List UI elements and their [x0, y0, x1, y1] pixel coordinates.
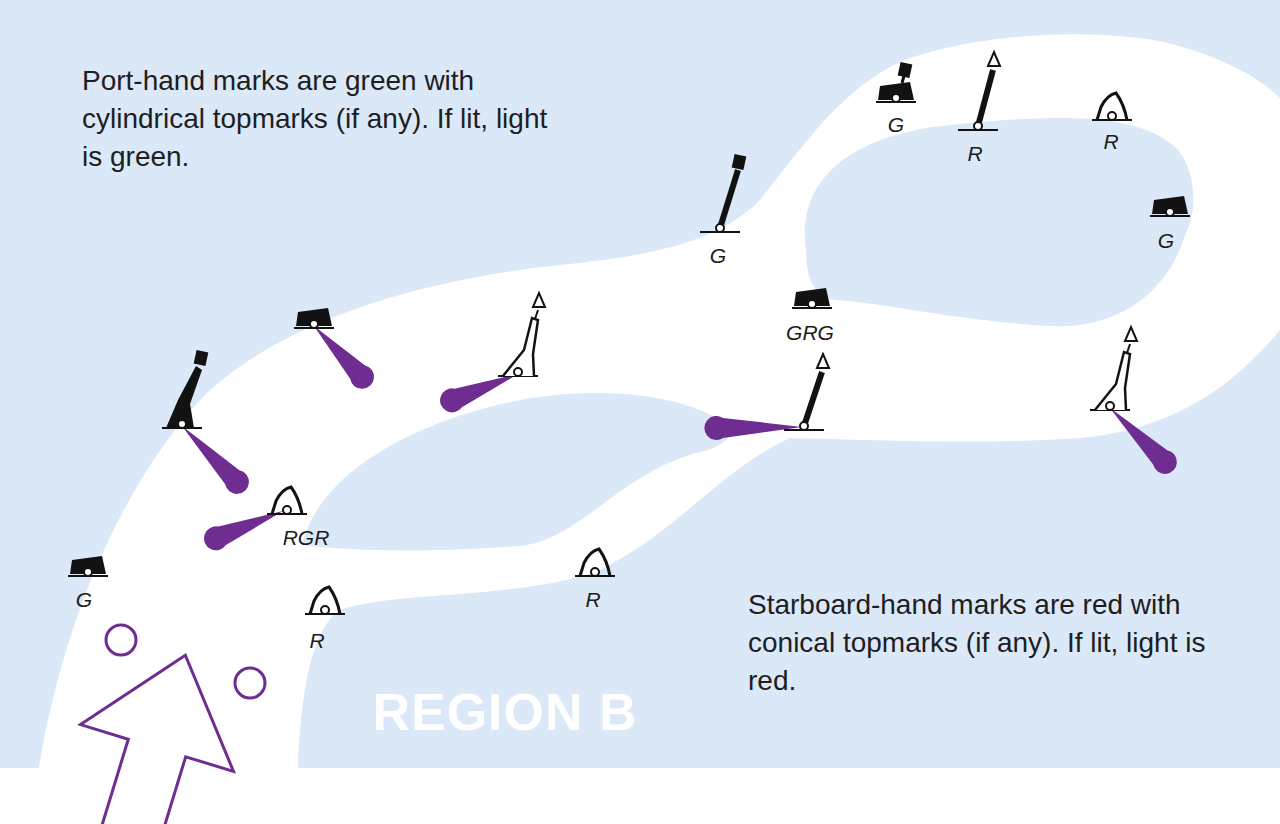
buoy-position	[808, 300, 816, 308]
cylindrical-topmark	[898, 62, 913, 78]
conical-buoy	[272, 487, 302, 514]
light-color-label: GRG	[786, 322, 834, 343]
topmark-stem	[1127, 344, 1130, 353]
conical-buoy	[310, 587, 340, 614]
buoy-position	[591, 568, 599, 576]
light-color-label: R	[585, 589, 600, 610]
note-text: Starboard-hand marks are red with conica…	[748, 586, 1218, 700]
pillar-buoy	[166, 366, 202, 428]
buoy-position	[283, 506, 291, 514]
light-color-label: R	[967, 143, 982, 164]
buoy-position	[1106, 402, 1114, 410]
topmark-stem	[535, 310, 538, 319]
conical-buoy	[1097, 93, 1127, 120]
buoy-position	[514, 368, 522, 376]
marker-circle	[235, 668, 265, 698]
pillar-buoy	[1095, 352, 1130, 410]
light-color-label: R	[309, 630, 324, 651]
marker-circle	[106, 625, 136, 655]
light-color-label: G	[888, 114, 904, 135]
conical-topmark	[1125, 327, 1137, 341]
light-color-label: G	[710, 245, 726, 266]
conical-topmark	[533, 293, 545, 307]
light-flare	[1102, 399, 1182, 478]
note-text: Port-hand marks are green with cylindric…	[82, 62, 572, 176]
light-color-label: G	[76, 589, 92, 610]
spar-buoy	[978, 70, 993, 126]
buoy-position	[974, 122, 982, 130]
buoy-position	[178, 420, 186, 428]
buoy-position	[716, 224, 724, 232]
light-color-label: RGR	[283, 527, 330, 548]
buoy-position	[1108, 112, 1116, 120]
topmark-stem	[902, 76, 904, 83]
conical-topmark	[817, 354, 829, 368]
direction-arrow	[54, 632, 262, 824]
light-flare	[305, 318, 379, 394]
conical-topmark	[988, 52, 1000, 66]
pillar-buoy	[503, 318, 538, 376]
conical-buoy	[580, 549, 610, 576]
light-flare	[173, 418, 253, 499]
channel	[38, 34, 1280, 772]
region-watermark: REGION B	[372, 686, 637, 738]
spar-buoy	[720, 170, 738, 228]
light-color-label: R	[1103, 131, 1118, 152]
buoy-position	[321, 606, 329, 614]
buoy-position	[892, 94, 900, 102]
bottom-band	[0, 768, 1280, 824]
island	[805, 118, 1194, 326]
spar-buoy	[804, 372, 822, 426]
cylindrical-topmark	[194, 350, 209, 366]
buoy-position	[1166, 208, 1174, 216]
light-flare	[704, 415, 802, 440]
light-color-label: G	[1158, 230, 1174, 251]
buoy-position	[800, 422, 808, 430]
cylindrical-topmark	[732, 154, 747, 170]
buoy-position	[310, 320, 318, 328]
buoy-position	[84, 568, 92, 576]
island	[302, 393, 730, 550]
